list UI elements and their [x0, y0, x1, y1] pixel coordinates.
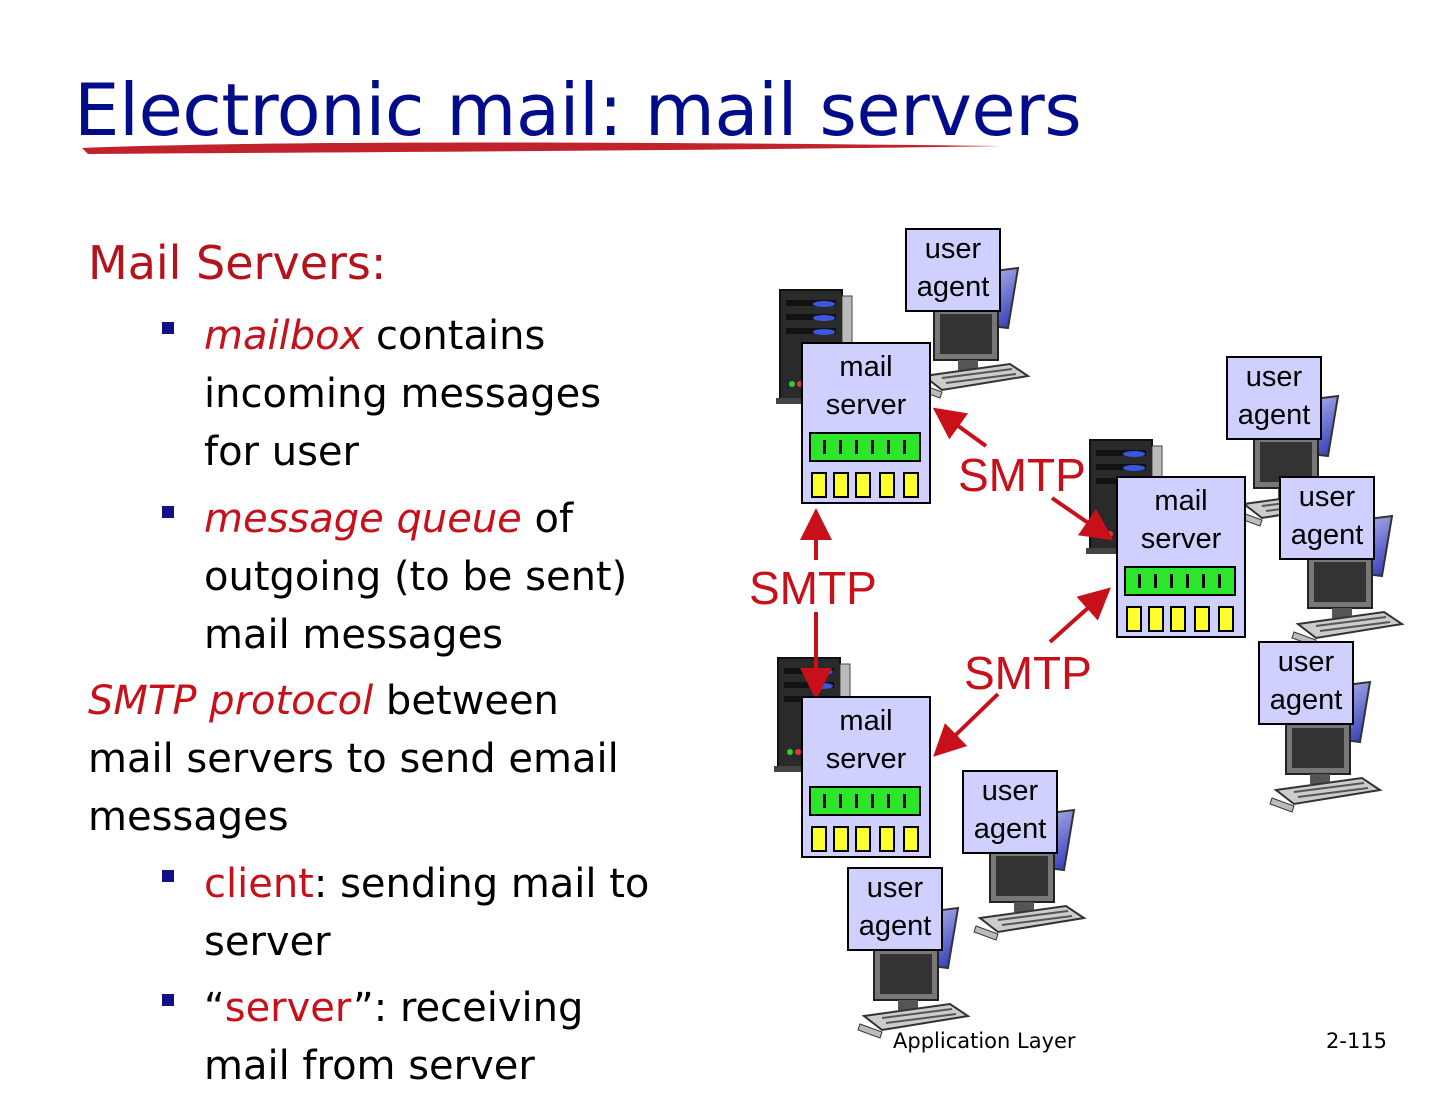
- queue-slot: [811, 472, 827, 498]
- title-underline: [82, 142, 1002, 154]
- queue-slot: [903, 826, 919, 852]
- queue-slot: [833, 472, 849, 498]
- bullet-server-line1: “server”: receiving: [204, 985, 584, 1031]
- queue-slot: [1148, 606, 1164, 632]
- mailbox-bar: [1124, 566, 1236, 596]
- smtp-arrow: [1048, 587, 1111, 644]
- smtp-protocol-line3: messages: [88, 794, 289, 840]
- queue-slot: [833, 826, 849, 852]
- queue-slot: [811, 826, 827, 852]
- queue-slot: [903, 472, 919, 498]
- queue-slot: [855, 826, 871, 852]
- queue-slot: [1126, 606, 1142, 632]
- bullet-mailbox-line3: for user: [204, 429, 359, 475]
- smtp-arrow: [932, 407, 988, 448]
- bullet-queue-line3: mail messages: [204, 612, 504, 658]
- bullet-client-line1: client: sending mail to: [204, 861, 650, 907]
- slide-title: Electronic mail: mail servers: [74, 68, 1082, 152]
- bullet-queue-line1: message queue of: [204, 496, 574, 542]
- smtp-arrow: [933, 692, 1000, 757]
- bullet-marker: [162, 506, 174, 518]
- bullet-mailbox-line2: incoming messages: [204, 371, 602, 417]
- mailbox-bar: [809, 432, 921, 462]
- mail-servers-heading: Mail Servers:: [88, 236, 387, 290]
- mailbox-bar: [809, 786, 921, 816]
- footer-section-title: Application Layer: [893, 1029, 1076, 1053]
- smtp-label: SMTP: [958, 449, 1086, 501]
- bullet-marker: [162, 994, 174, 1006]
- queue-slot: [855, 472, 871, 498]
- bullet-queue-line2: outgoing (to be sent): [204, 554, 628, 600]
- queue-slot: [1194, 606, 1210, 632]
- queue-slot: [879, 826, 895, 852]
- smtp-protocol-line1: SMTP protocol between: [88, 678, 559, 724]
- smtp-arrow: [1050, 496, 1114, 541]
- smtp-label: SMTP: [749, 562, 877, 614]
- bullet-marker: [162, 322, 174, 334]
- queue-slot: [1218, 606, 1234, 632]
- footer-page-number: 2-115: [1326, 1029, 1388, 1053]
- bullet-marker: [162, 870, 174, 882]
- queue-slot: [879, 472, 895, 498]
- bullet-client-line2: server: [204, 919, 331, 965]
- queue-slot: [1170, 606, 1186, 632]
- smtp-protocol-line2: mail servers to send email: [88, 736, 619, 782]
- bullet-mailbox-line1: mailbox contains: [204, 313, 546, 359]
- smtp-label: SMTP: [964, 647, 1092, 699]
